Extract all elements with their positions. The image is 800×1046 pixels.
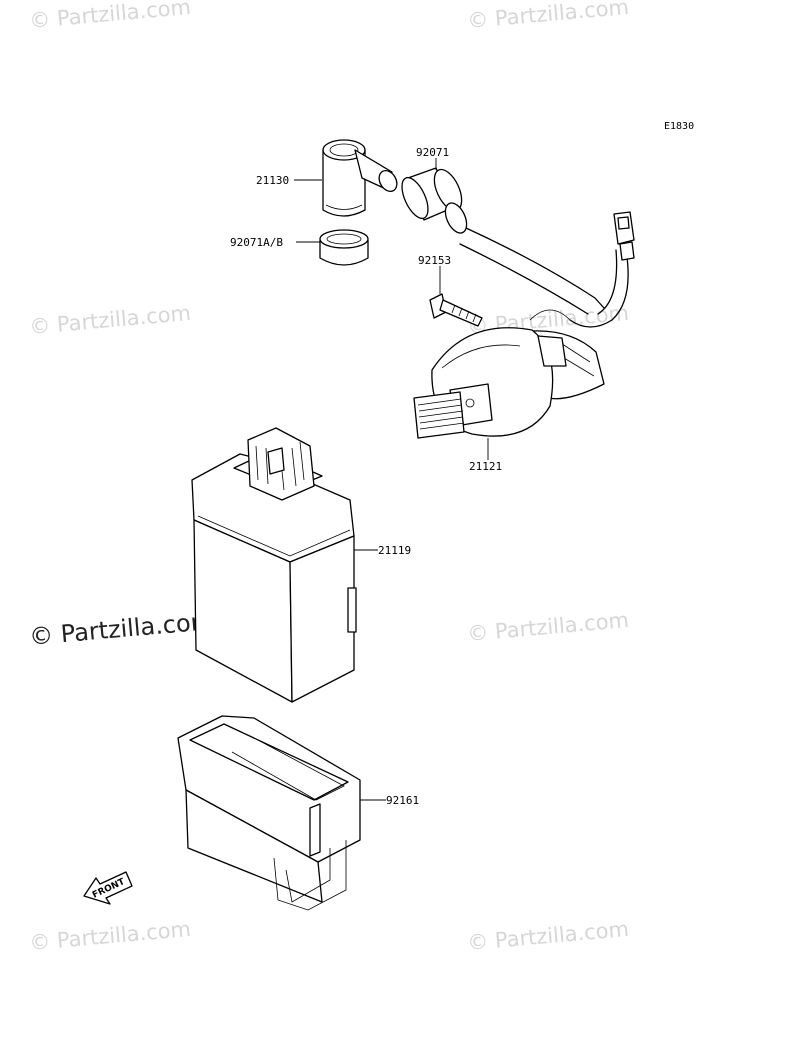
watermark: © Partzilla.com — [28, 0, 192, 33]
watermark: © Partzilla.com — [466, 0, 630, 33]
watermark-highlight: © Partzilla.com — [28, 607, 215, 651]
part-label-coil: 21121 — [469, 460, 502, 473]
watermark: © Partzilla.com — [466, 917, 630, 955]
watermark: © Partzilla.com — [28, 917, 192, 955]
callouts: 21130 92071A/B 92071 92153 21121 21119 9… — [230, 146, 502, 807]
wire-connector — [613, 211, 635, 261]
plug-cap — [322, 139, 398, 217]
diagram-code: E1830 — [664, 121, 694, 132]
part-label-seal: 92071A/B — [230, 236, 283, 249]
part-label-bolt: 92153 — [418, 254, 451, 267]
seal-ring — [319, 229, 369, 266]
part-label-case: 92161 — [386, 794, 419, 807]
part-label-igniter: 21119 — [378, 544, 411, 557]
bolt — [429, 293, 483, 327]
watermark: © Partzilla.com — [28, 301, 192, 339]
grommet — [401, 167, 468, 234]
igniter-case — [177, 715, 361, 911]
part-label-cap: 21130 — [256, 174, 289, 187]
watermark: © Partzilla.com — [466, 608, 630, 646]
part-label-grommet: 92071 — [416, 146, 449, 159]
igniter — [191, 427, 357, 703]
ignition-coil — [413, 327, 605, 439]
front-arrow: FRONT — [83, 871, 133, 905]
